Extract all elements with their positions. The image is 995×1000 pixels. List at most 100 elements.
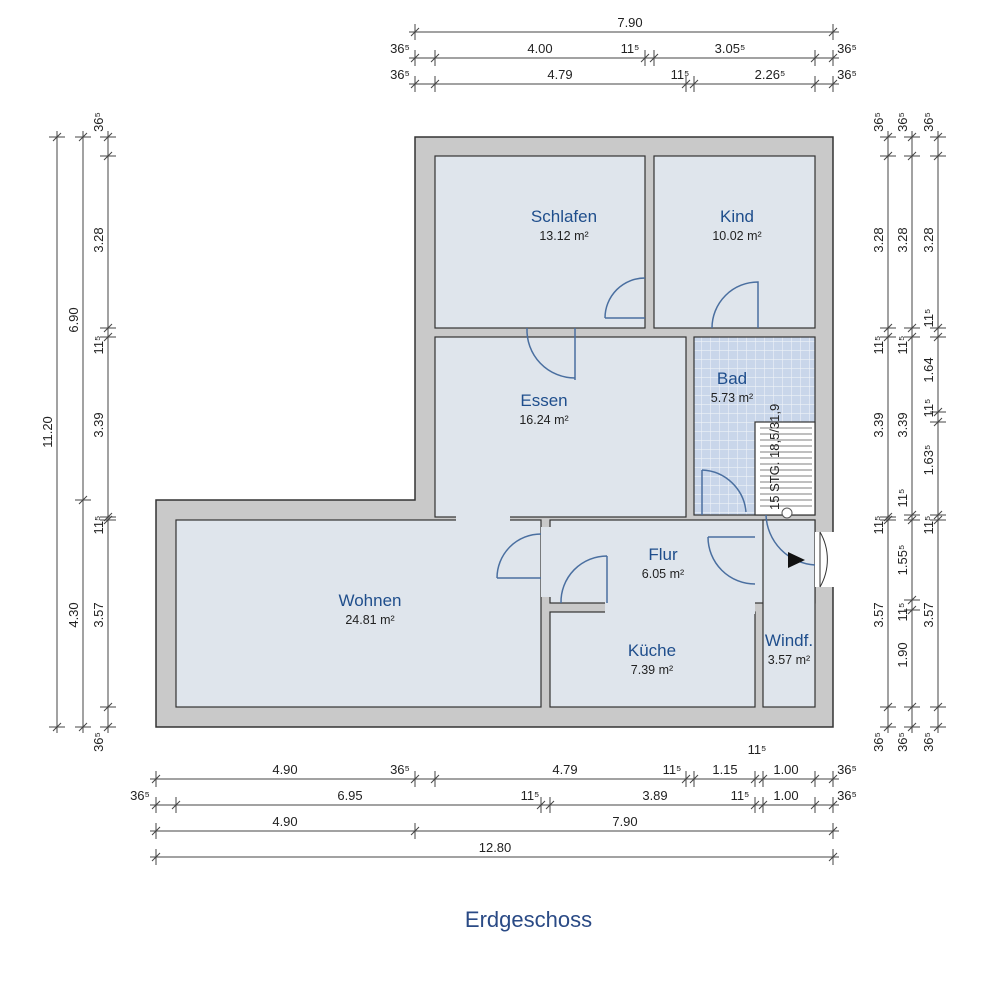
door-stair <box>765 514 816 566</box>
room-windfang <box>762 519 816 708</box>
stairs <box>754 421 816 516</box>
dimension-label: 36⁵ <box>837 788 857 803</box>
dimension-label: 11⁵ <box>91 336 106 355</box>
dimension-label: 11⁵ <box>671 67 690 82</box>
room-area: 13.12 m² <box>539 229 588 243</box>
stair-treads <box>760 427 812 507</box>
room-area: 3.57 m² <box>768 653 810 667</box>
dimension-label: 3.28 <box>871 227 886 252</box>
dimension-label: 11⁵ <box>731 788 750 803</box>
dimension-label: 4.30 <box>66 602 81 627</box>
dimension-label: 1.64 <box>921 357 936 382</box>
dimension-label: 1.55⁵ <box>895 545 910 576</box>
room-name: Windf. <box>765 631 813 650</box>
dimension-label: 6.95 <box>337 788 362 803</box>
dimension-label: 3.57 <box>921 602 936 627</box>
room-name: Flur <box>648 545 678 564</box>
dimension-label: 4.90 <box>272 814 297 829</box>
dimension-label: 11⁵ <box>921 309 936 328</box>
room-area: 16.24 m² <box>519 413 568 427</box>
dimension-label: 4.00 <box>527 41 552 56</box>
room-name: Kind <box>720 207 754 226</box>
door-bad <box>701 469 747 515</box>
stair-label: 15 STG. 18,5/31,9 <box>767 404 782 510</box>
dimension-label: 6.90 <box>66 307 81 332</box>
dimension-label: 11⁵ <box>663 762 682 777</box>
dimension-label: 1.90 <box>895 642 910 667</box>
door-wohnen <box>496 533 542 579</box>
room-area: 24.81 m² <box>345 613 394 627</box>
room-name: Schlafen <box>531 207 597 226</box>
dimension-label: 36⁵ <box>390 41 410 56</box>
dimension-label: 36⁵ <box>390 67 410 82</box>
stair-arrow-icon <box>788 552 805 568</box>
dimension-label: 3.28 <box>91 227 106 252</box>
room-wohnen <box>175 519 542 708</box>
room-area: 5.73 m² <box>711 391 753 405</box>
room-kueche <box>549 611 756 708</box>
dimension-label: 11⁵ <box>621 41 640 56</box>
door-kind <box>711 281 759 329</box>
door-entrance <box>819 531 828 588</box>
dimension-lines <box>49 24 946 865</box>
dimension-label: 36⁵ <box>837 67 857 82</box>
dimension-label: 12.80 <box>479 840 512 855</box>
room-kind <box>653 155 816 329</box>
door-essen <box>526 327 576 380</box>
doors <box>496 277 828 604</box>
dimension-label: 3.57 <box>91 602 106 627</box>
room-name: Küche <box>628 641 676 660</box>
stair-start-icon <box>781 507 793 519</box>
dimension-label: 4.79 <box>552 762 577 777</box>
room-name: Bad <box>717 369 747 388</box>
dimension-label: 11⁵ <box>748 742 767 757</box>
dimension-label: 36⁵ <box>837 762 857 777</box>
room-name: Wohnen <box>338 591 401 610</box>
door-kueche <box>560 555 608 604</box>
dimension-label: 3.89 <box>642 788 667 803</box>
plan-title: Erdgeschoss <box>464 907 593 932</box>
dimension-label: 3.39 <box>895 412 910 437</box>
dimension-label: 11⁵ <box>895 489 910 508</box>
dimension-label: 1.63⁵ <box>921 445 936 476</box>
room-essen <box>434 336 687 518</box>
dimension-label: 36⁵ <box>871 112 886 132</box>
dimension-label: 11⁵ <box>895 603 910 622</box>
dimension-label: 7.90 <box>617 15 642 30</box>
dimension-label: 3.39 <box>871 412 886 437</box>
dimension-label: 11⁵ <box>921 399 936 418</box>
door-schlafen <box>604 277 646 319</box>
dimension-label: 11⁵ <box>895 336 910 355</box>
dimension-label: 4.79 <box>547 67 572 82</box>
dimension-label: 1.15 <box>712 762 737 777</box>
room-area: 7.39 m² <box>631 663 673 677</box>
door-flur <box>707 536 756 585</box>
dimension-label: 11⁵ <box>871 336 886 355</box>
dimension-label: 11⁵ <box>91 516 106 535</box>
dimension-label: 36⁵ <box>91 732 106 752</box>
dimension-label: 3.39 <box>91 412 106 437</box>
dimension-label: 4.90 <box>272 762 297 777</box>
room-area: 6.05 m² <box>642 567 684 581</box>
dimension-label: 36⁵ <box>390 762 410 777</box>
dimension-label: 36⁵ <box>871 732 886 752</box>
dimension-label: 3.57 <box>871 602 886 627</box>
dimension-label: 36⁵ <box>921 112 936 132</box>
dimension-label: 11⁵ <box>871 516 886 535</box>
dimension-label: 36⁵ <box>921 732 936 752</box>
dimension-label: 11.20 <box>40 416 55 448</box>
dimension-label: 36⁵ <box>895 732 910 752</box>
dimension-label: 36⁵ <box>895 112 910 132</box>
room-area: 10.02 m² <box>712 229 761 243</box>
dimension-label: 11⁵ <box>921 516 936 535</box>
dimension-label: 1.00 <box>773 788 798 803</box>
dimension-label: 36⁵ <box>837 41 857 56</box>
dimension-label: 7.90 <box>612 814 637 829</box>
room-name: Essen <box>520 391 567 410</box>
dimension-label: 2.26⁵ <box>755 67 786 82</box>
dimension-label: 36⁵ <box>91 112 106 132</box>
dimension-label: 1.00 <box>773 762 798 777</box>
